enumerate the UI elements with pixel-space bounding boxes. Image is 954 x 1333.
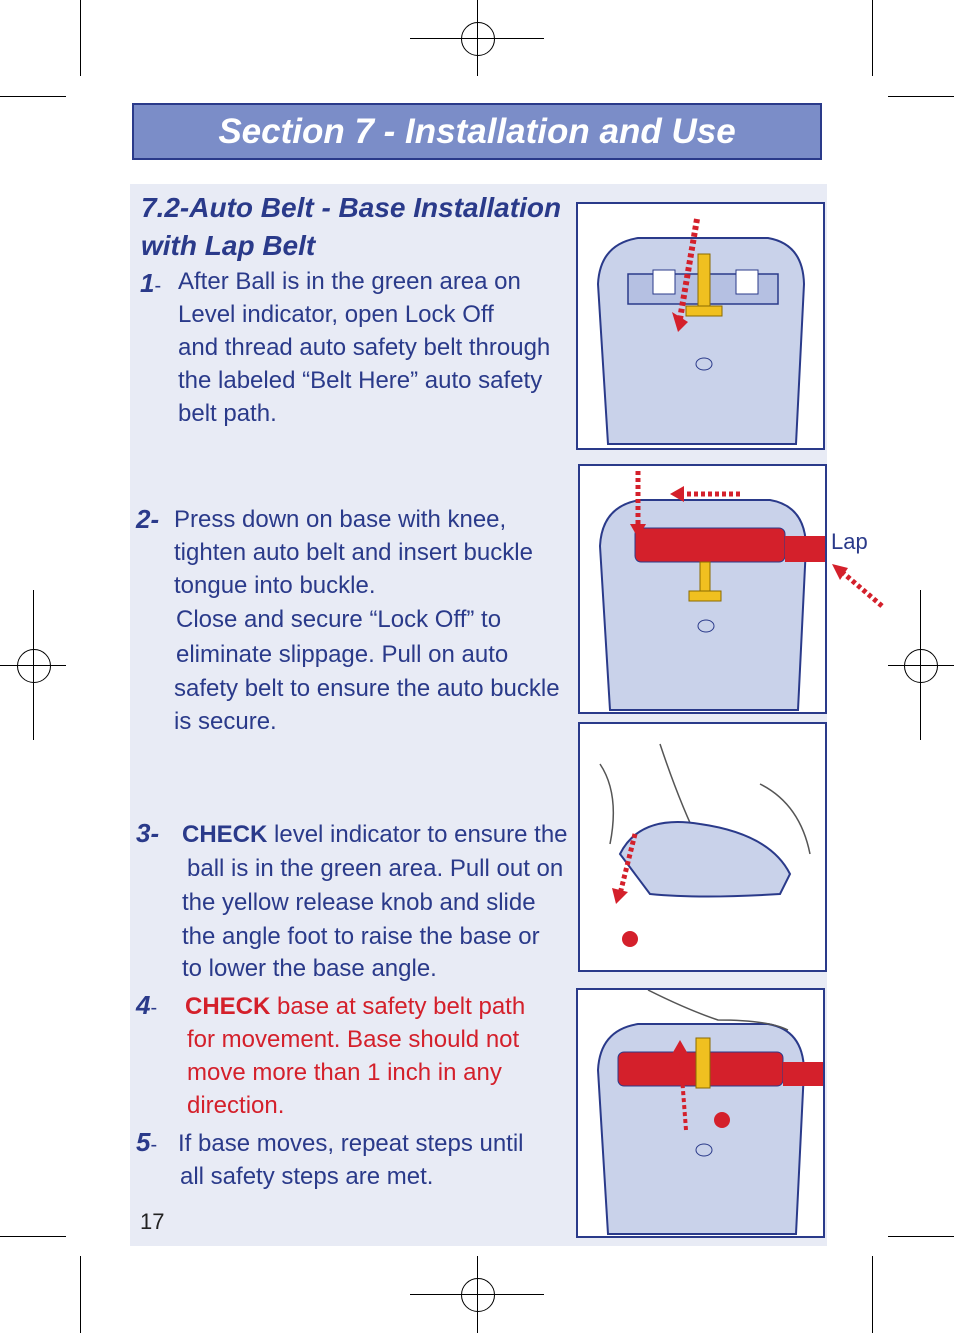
crop-mark — [872, 1256, 873, 1333]
lap-label: Lap — [831, 529, 868, 554]
illustration-check-base — [576, 988, 825, 1238]
step-3-number: 3- — [136, 818, 160, 848]
crop-mark — [80, 0, 81, 76]
registration-mark — [461, 1278, 495, 1312]
base-diagram — [596, 218, 806, 445]
illustration-lap-belt — [578, 464, 827, 714]
registration-mark — [461, 22, 495, 56]
step-4-number: 4- — [136, 990, 158, 1020]
crop-mark — [80, 1256, 81, 1333]
check-keyword: CHECK — [185, 993, 271, 1020]
base-diagram — [598, 471, 825, 711]
step-1-number: 1- — [140, 268, 162, 298]
lap-arrow — [832, 564, 884, 608]
registration-mark — [17, 649, 51, 683]
step-2-number: 2- — [136, 504, 160, 534]
step-5-number: 5- — [136, 1127, 158, 1157]
step-4-text: CHECK base at safety belt path for movem… — [185, 993, 526, 1119]
crop-mark — [888, 96, 954, 97]
subsection-title: 7.2-Auto Belt - Base Installation — [141, 192, 562, 223]
registration-mark — [904, 649, 938, 683]
crop-mark — [872, 0, 873, 76]
angle-foot-diagram — [599, 743, 811, 947]
step-5-text: If base moves, repeat steps until all sa… — [178, 1130, 524, 1190]
base-diagram — [596, 990, 823, 1235]
crop-mark — [888, 1236, 954, 1237]
crop-mark — [0, 96, 66, 97]
step-3-text: CHECK level indicator to ensure the ball… — [182, 821, 568, 982]
illustration-angle-foot — [578, 722, 827, 972]
check-keyword: CHECK — [182, 821, 268, 848]
step-2-text: Press down on base with knee, tighten au… — [174, 506, 560, 735]
section-header: Section 7 - Installation and Use — [132, 103, 822, 160]
illustration-belt-path — [576, 202, 825, 450]
page-number: 17 — [140, 1209, 165, 1234]
crop-mark — [0, 1236, 66, 1237]
section-title: Section 7 - Installation and Use — [218, 111, 736, 151]
step-1-text: After Ball is in the green area on Level… — [178, 268, 551, 427]
subsection-title-line2: with Lap Belt — [141, 230, 316, 261]
